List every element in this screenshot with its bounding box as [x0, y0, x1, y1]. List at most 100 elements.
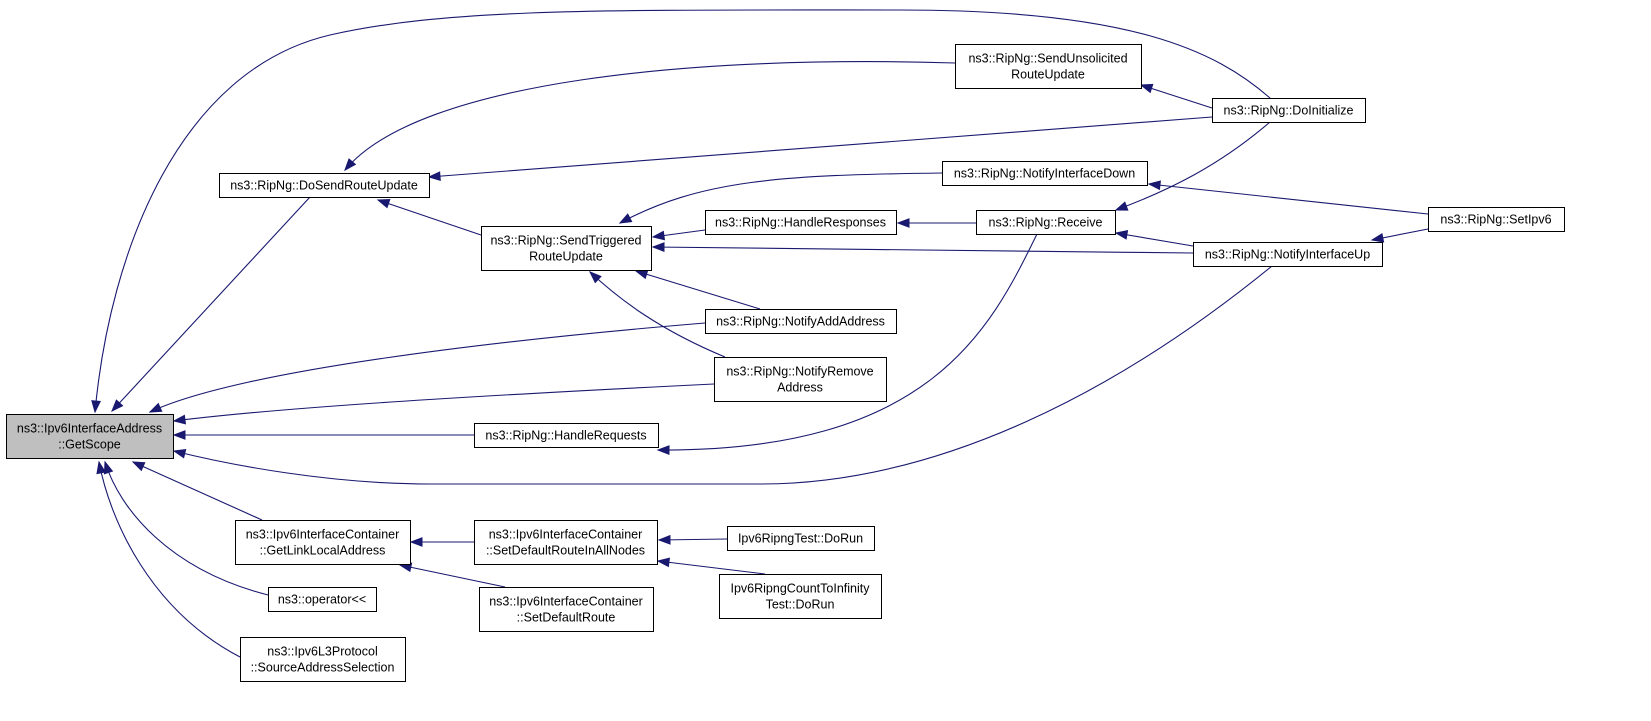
edge-notifyifup-to-getscope [172, 265, 1273, 485]
arrowhead-icon [172, 430, 186, 440]
node-label: ns3::RipNg::DoSendRouteUpdate [230, 179, 418, 193]
node-box[interactable] [219, 173, 430, 198]
arrowhead-icon [656, 557, 671, 568]
arrowhead-icon [657, 534, 671, 545]
node-label: Address [777, 381, 823, 395]
arrowhead-icon [111, 399, 124, 413]
node-box[interactable] [268, 587, 377, 612]
node-box[interactable] [6, 414, 174, 459]
arrowhead-icon [588, 271, 602, 284]
edge-ripngtestdorun-to-setdefaultrouteall [657, 534, 728, 545]
node-box[interactable] [705, 210, 897, 235]
node-box[interactable] [714, 357, 887, 402]
edge-notifyremove-to-getscope [172, 383, 715, 425]
edge-countinfinity-to-setdefaultrouteall [656, 557, 766, 575]
node-notifyaddaddress[interactable]: ns3::RipNg::NotifyAddAddress [705, 309, 897, 334]
node-box[interactable] [474, 520, 658, 565]
node-label: ::SourceAddressSelection [251, 661, 395, 675]
node-label: ns3::Ipv6InterfaceContainer [489, 595, 643, 609]
node-box[interactable] [719, 574, 882, 619]
node-box[interactable] [479, 587, 654, 632]
node-label: ns3::Ipv6L3Protocol [267, 645, 378, 659]
edge-notifyifup-to-receive [1114, 230, 1194, 247]
node-box[interactable] [955, 44, 1142, 89]
node-box[interactable] [474, 423, 659, 448]
node-label: RouteUpdate [1011, 68, 1085, 82]
edge-line [173, 383, 715, 422]
node-box[interactable] [976, 210, 1116, 235]
edge-notifyaddaddress-to-sendtriggered [634, 269, 761, 310]
node-box[interactable] [240, 637, 406, 682]
node-sourceaddress[interactable]: ns3::Ipv6L3Protocol::SourceAddressSelect… [240, 637, 406, 682]
node-receive[interactable]: ns3::RipNg::Receive [976, 210, 1116, 235]
node-operator[interactable]: ns3::operator<< [268, 587, 377, 612]
node-notifyifup[interactable]: ns3::RipNg::NotifyInterfaceUp [1193, 242, 1383, 267]
arrowhead-icon [376, 199, 391, 209]
node-box[interactable] [1428, 207, 1565, 232]
arrowhead-icon [427, 171, 441, 182]
arrowhead-icon [634, 269, 649, 280]
node-label: ::SetDefaultRouteInAllNodes [486, 544, 645, 558]
node-label: ns3::RipNg::SendTriggered [490, 234, 641, 248]
node-box[interactable] [942, 161, 1148, 186]
node-label: ns3::Ipv6InterfaceAddress [17, 422, 162, 436]
node-handleresponses[interactable]: ns3::RipNg::HandleResponses [705, 210, 897, 235]
edge-sendunsolicited-to-dosendrouteupdate [344, 61, 956, 172]
node-box[interactable] [705, 309, 897, 334]
edge-notifyifdown-to-sendtriggered [618, 172, 943, 224]
arrowhead-icon [172, 414, 187, 425]
node-label: Test::DoRun [766, 598, 835, 612]
edge-notifyifup-to-sendtriggered [651, 242, 1194, 254]
edge-line [635, 270, 761, 310]
arrowhead-icon [651, 230, 666, 241]
node-label: Ipv6RipngTest::DoRun [738, 532, 863, 546]
node-handlerequests[interactable]: ns3::RipNg::HandleRequests [474, 423, 659, 448]
node-setdefaultrouteall[interactable]: ns3::Ipv6InterfaceContainer::SetDefaultR… [474, 520, 658, 565]
node-setdefaultroute[interactable]: ns3::Ipv6InterfaceContainer::SetDefaultR… [479, 587, 654, 632]
edge-line [657, 233, 1038, 451]
arrowhead-icon [1114, 230, 1129, 240]
edge-setdefaultrouteall-to-getlinklocal [409, 537, 474, 547]
edge-line [94, 9, 1271, 413]
edge-line [98, 461, 241, 658]
edge-line [1115, 121, 1271, 211]
edge-sourceaddress-to-getscope [96, 460, 241, 658]
node-box[interactable] [1212, 98, 1366, 123]
node-label: ns3::RipNg::HandleRequests [485, 429, 646, 443]
node-label: ns3::Ipv6InterfaceContainer [246, 528, 400, 542]
node-box[interactable] [481, 226, 652, 271]
node-label: RouteUpdate [529, 250, 603, 264]
node-getlinklocal[interactable]: ns3::Ipv6InterfaceContainer::GetLinkLoca… [235, 520, 411, 565]
arrowhead-icon [656, 445, 670, 455]
node-setipv6[interactable]: ns3::RipNg::SetIpv6 [1428, 207, 1565, 232]
edge-setdefaultroute-to-getlinklocal [398, 562, 506, 588]
node-label: ns3::RipNg::NotifyInterfaceDown [954, 167, 1135, 181]
edge-doinitialize-to-dosendrouteupdate [427, 116, 1213, 182]
node-notifyifdown[interactable]: ns3::RipNg::NotifyInterfaceDown [942, 161, 1148, 186]
node-label: ::GetLinkLocalAddress [260, 544, 386, 558]
edge-line [657, 560, 766, 575]
node-box[interactable] [1193, 242, 1383, 267]
edge-line [428, 116, 1213, 178]
edge-setipv6-to-notifyifup [1370, 228, 1429, 243]
node-ripngtestdorun[interactable]: Ipv6RipngTest::DoRun [727, 526, 875, 551]
node-box[interactable] [235, 520, 411, 565]
node-label: ns3::operator<< [278, 593, 366, 607]
edge-line [1148, 183, 1429, 215]
node-doinitialize[interactable]: ns3::RipNg::DoInitialize [1212, 98, 1366, 123]
arrowhead-icon [172, 448, 187, 459]
edge-line [619, 172, 943, 224]
edge-line [132, 461, 263, 521]
node-box[interactable] [727, 526, 875, 551]
node-label: ns3::RipNg::NotifyRemove [726, 365, 873, 379]
arrowhead-icon [1370, 232, 1385, 243]
edge-notifyaddaddress-to-getscope [148, 322, 706, 413]
node-label: ns3::RipNg::HandleResponses [715, 216, 886, 230]
arrowhead-icon [1139, 83, 1154, 94]
node-dosendrouteupdate[interactable]: ns3::RipNg::DoSendRouteUpdate [219, 173, 430, 198]
node-getscope[interactable]: ns3::Ipv6InterfaceAddress::GetScope [6, 414, 174, 459]
